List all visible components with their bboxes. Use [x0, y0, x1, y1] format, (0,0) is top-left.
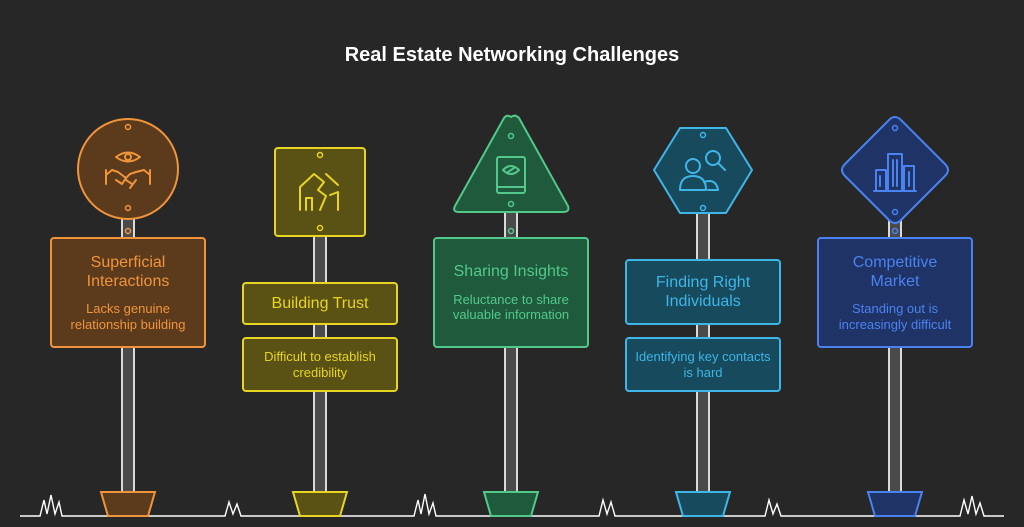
- panel-title: Finding Right Individuals: [655, 273, 751, 310]
- panel-superficial-interactions: Superficial Interactions Lacks genuine r…: [50, 237, 206, 348]
- post-base: [482, 491, 540, 517]
- broken-house-icon: [299, 173, 339, 211]
- panel-description: Standing out is increasingly difficult: [838, 301, 952, 332]
- panel-sharing-insights: Sharing Insights Reluctance to share val…: [433, 237, 589, 348]
- book-eye-icon: [496, 156, 526, 194]
- panel-building-trust-description: Difficult to establish credibility: [242, 337, 398, 392]
- ground-line: [20, 493, 1004, 517]
- panel-description: Reluctance to share valuable information: [452, 291, 570, 323]
- panel-title: Sharing Insights: [453, 263, 569, 281]
- people-search-icon: [679, 150, 726, 191]
- panel-competitive-market: Competitive Market Standing out is incre…: [817, 237, 973, 348]
- panel-finding-right-individuals-title: Finding Right Individuals: [625, 259, 781, 325]
- panel-title: Building Trust: [271, 294, 369, 312]
- triangle-sign-shape: [453, 114, 570, 213]
- buildings-icon: [873, 153, 917, 192]
- panel-description: Identifying key contacts is hard: [635, 348, 771, 380]
- post-base: [674, 491, 732, 517]
- panel-finding-right-individuals-description: Identifying key contacts is hard: [625, 337, 781, 392]
- panel-title: Competitive Market: [852, 253, 938, 290]
- hexagon-sign-shape: [653, 127, 753, 214]
- panel-title: Superficial Interactions: [86, 253, 170, 290]
- diamond-sign-shape: [841, 116, 949, 224]
- post-base: [866, 491, 924, 517]
- post-base: [291, 491, 349, 517]
- diagram-title: Real Estate Networking Challenges: [344, 44, 680, 66]
- signpost-building-trust: [274, 147, 366, 517]
- panel-building-trust-title: Building Trust: [242, 282, 398, 325]
- panel-description: Difficult to establish credibility: [264, 348, 376, 380]
- circle-sign-shape: [77, 118, 179, 220]
- signpost-competitive-market: [841, 116, 949, 517]
- panel-description: Lacks genuine relationship building: [70, 301, 186, 332]
- handshake-eye-icon: [105, 151, 151, 189]
- post-base: [99, 491, 157, 517]
